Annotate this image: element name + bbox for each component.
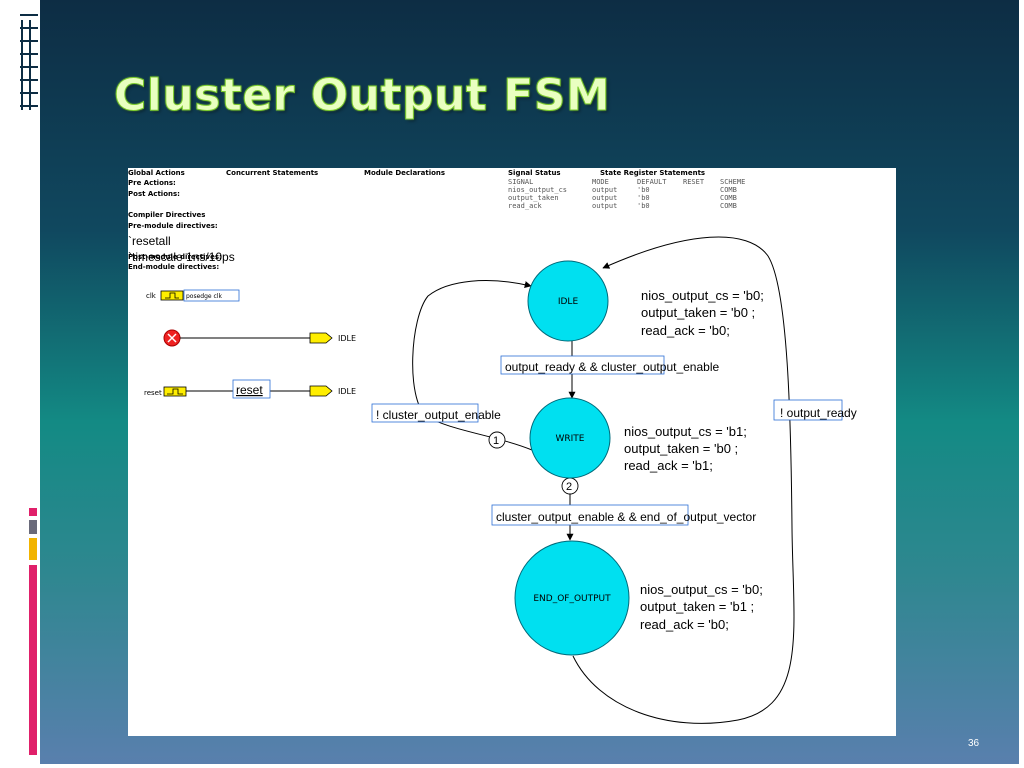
idle-action-2: read_ack = 'b0; [641, 323, 730, 338]
end-module-directives-label: End-module directives: [128, 263, 219, 271]
reset-box-text: reset [236, 383, 263, 397]
write-action-1: output_taken = 'b0 ; [624, 441, 738, 456]
state-idle-name: IDLE [558, 297, 579, 307]
row-signal-1: output_taken [508, 194, 559, 202]
global-actions-label: Global Actions [128, 169, 185, 177]
priority-2-label: 2 [566, 481, 572, 493]
col-reset: RESET [683, 178, 705, 186]
accent-pink-square [29, 508, 37, 516]
page-number: 36 [968, 738, 980, 749]
concurrent-statements-label: Concurrent Statements [226, 169, 318, 177]
row-default-1: 'b0 [637, 194, 650, 202]
row-signal-2: read_ack [508, 202, 543, 210]
end-action-1: output_taken = 'b1 ; [640, 599, 754, 614]
row-default-2: 'b0 [637, 202, 650, 210]
init-target-label: IDLE [338, 334, 356, 343]
right-white-bar [1019, 0, 1024, 768]
signal-status-heading: Signal Status [508, 169, 561, 177]
state-end-of-output-name: END_OF_OUTPUT [533, 594, 611, 604]
write-to-end-condition: cluster_output_enable & & end_of_output_… [496, 510, 756, 524]
state-write-name: WRITE [556, 434, 585, 444]
row-mode-2: output [592, 202, 617, 210]
row-mode-1: output [592, 194, 617, 202]
end-action-0: nios_output_cs = 'b0; [640, 582, 763, 597]
state-end-of-output-circle [514, 540, 630, 656]
priority-1-label: 1 [493, 435, 499, 447]
reset-target-label: IDLE [338, 387, 356, 396]
row-mode-0: output [592, 186, 617, 194]
accent-pink-bar [29, 565, 37, 755]
compiler-directives-label: Compiler Directives [128, 211, 205, 219]
init-connector-icon [309, 332, 333, 344]
pre-actions-label: Pre Actions: [128, 179, 176, 187]
end-to-idle-arrow [572, 236, 795, 724]
idle-action-1: output_taken = 'b0 ; [641, 305, 755, 320]
reset-edge-icon [163, 386, 187, 397]
timescale-directive: `timescale 1ns/10ps [128, 250, 235, 264]
write-to-idle-condition: ! cluster_output_enable [376, 408, 501, 422]
write-action-2: read_ack = 'b1; [624, 458, 713, 473]
end-action-2: read_ack = 'b0; [640, 617, 729, 632]
resetall-directive: `resetall [128, 234, 171, 248]
clock-symbol-text: posedge clk [186, 293, 222, 300]
write-action-0: nios_output_cs = 'b1; [624, 424, 747, 439]
state-end-of-output: END_OF_OUTPUT [514, 540, 630, 656]
state-register-heading: State Register Statements [600, 169, 705, 177]
reset-label: reset [144, 389, 162, 397]
idle-action-0: nios_output_cs = 'b0; [641, 288, 764, 303]
state-write-circle [529, 397, 611, 479]
accent-gold-bar [29, 538, 37, 560]
col-scheme: SCHEME [720, 178, 745, 186]
row-default-0: 'b0 [637, 186, 650, 194]
row-scheme-0: COMB [720, 186, 737, 194]
module-declarations-label: Module Declarations [364, 169, 445, 177]
col-mode: MODE [592, 178, 609, 186]
post-actions-label: Post Actions: [128, 190, 180, 198]
clock-label: clk [146, 292, 157, 300]
row-scheme-1: COMB [720, 194, 737, 202]
reset-connector-icon [309, 385, 333, 397]
state-idle: IDLE [527, 260, 609, 342]
col-signal: SIGNAL [508, 178, 533, 186]
write-to-idle-arrow [412, 280, 533, 451]
col-default: DEFAULT [637, 178, 667, 186]
left-decoration [20, 14, 38, 755]
slide-title: Cluster Output FSM [113, 70, 611, 122]
reset-block: reset reset IDLE [144, 379, 356, 399]
pre-module-directives-label: Pre-module directives: [128, 222, 218, 230]
row-signal-0: nios_output_cs [508, 186, 567, 194]
init-block: IDLE [163, 329, 356, 347]
accent-gray-square [29, 520, 37, 534]
fsm-diagram-panel: Global Actions Pre Actions: Post Actions… [128, 168, 896, 736]
end-to-idle-condition: ! output_ready [780, 406, 857, 420]
bottom-white-bar [0, 764, 1024, 768]
fsm-diagram: Global Actions Pre Actions: Post Actions… [128, 169, 857, 724]
row-scheme-2: COMB [720, 202, 737, 210]
post-module-directives-label: Post-module directives: [128, 253, 222, 261]
idle-to-write-condition: output_ready & & cluster_output_enable [505, 360, 719, 374]
state-write: WRITE [529, 397, 611, 479]
state-idle-circle [527, 260, 609, 342]
clock-edge-icon [160, 290, 184, 301]
clock-block: clk posedge clk [146, 289, 240, 302]
priority-1-marker [488, 431, 506, 449]
